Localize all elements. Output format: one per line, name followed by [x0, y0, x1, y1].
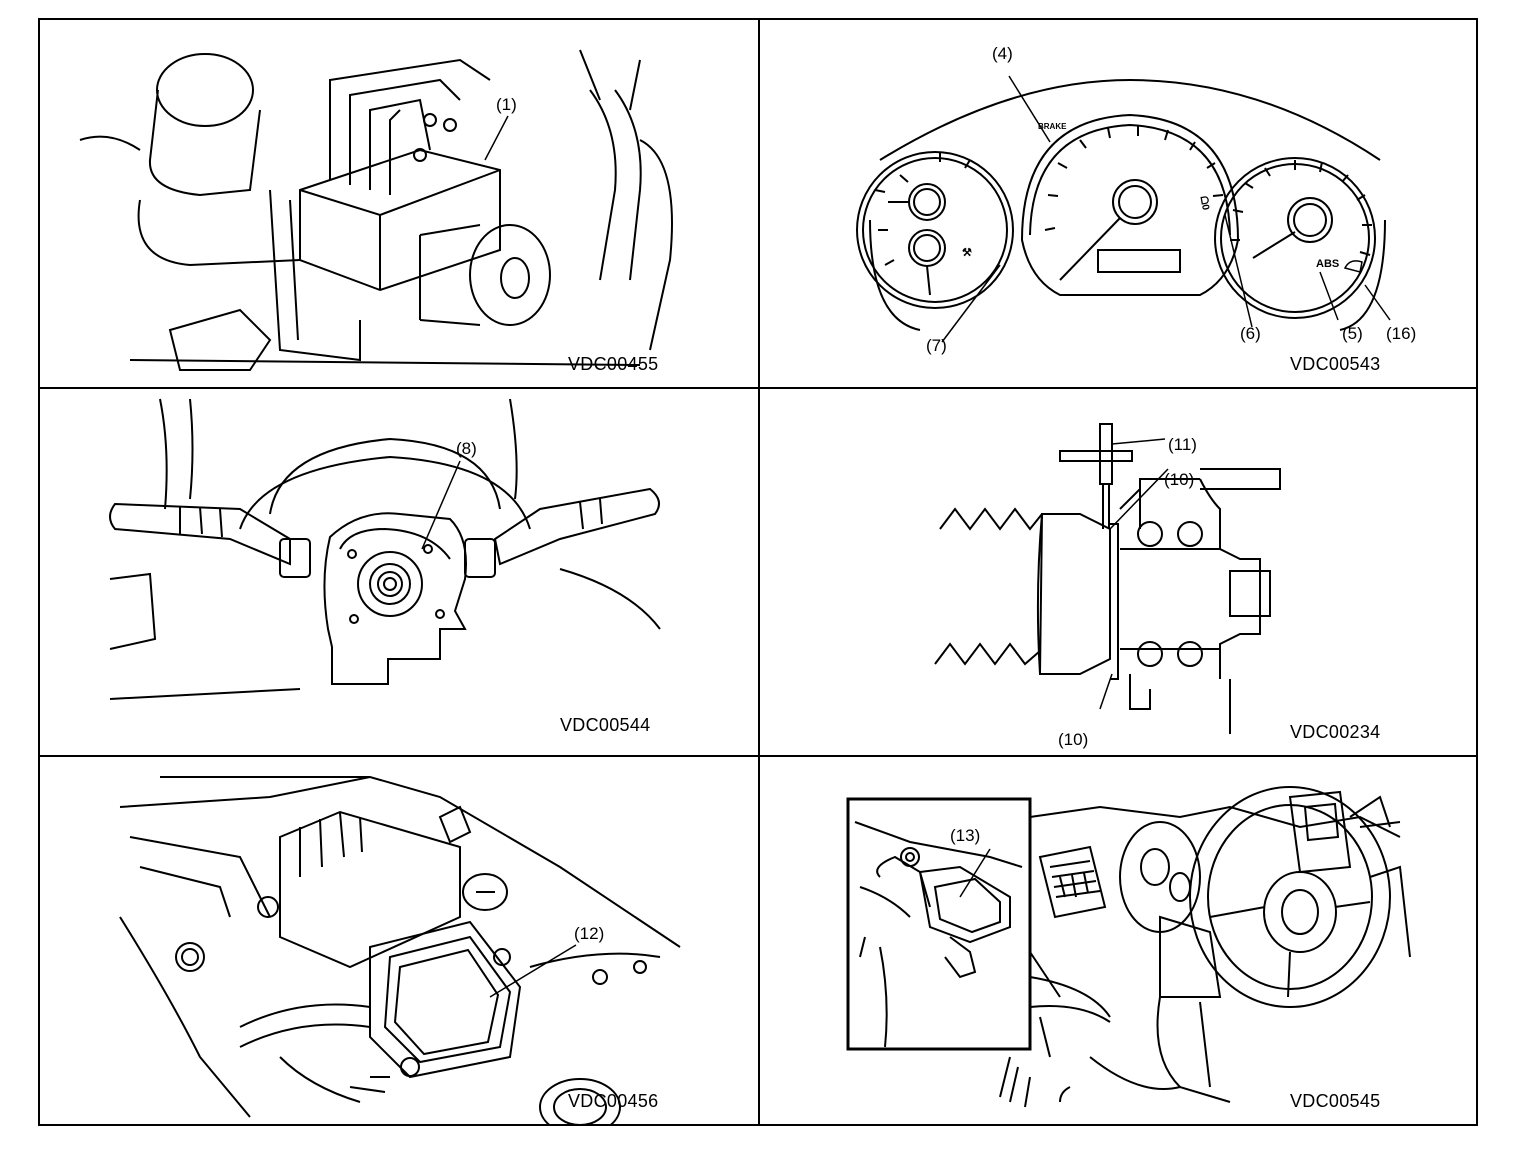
- panel-vdc-control-module: (13) VDC00545: [760, 757, 1476, 1124]
- vertical-divider: [758, 20, 760, 1124]
- figure-code: VDC00234: [1290, 722, 1381, 742]
- callout-10-bottom: (10): [1058, 730, 1089, 749]
- gauge-brake-label: BRAKE: [1038, 122, 1067, 131]
- callout-11: (11): [1168, 435, 1197, 454]
- hydraulic-unit-illustration: [79, 49, 673, 371]
- svg-text:⚒: ⚒: [962, 247, 972, 259]
- figure-code: VDC00544: [560, 715, 651, 735]
- figure-sheet: (1) VDC00455 ⚒: [38, 18, 1478, 1126]
- callout-7: (7): [926, 336, 947, 355]
- panel-wheel-speed-sensor: (11) (10) (10) VDC00234: [760, 389, 1476, 755]
- panel-yaw-rate-sensor: (12) VDC00456: [40, 757, 758, 1124]
- figure-code: VDC00456: [568, 1091, 659, 1111]
- steering-angle-sensor-illustration: [109, 398, 661, 700]
- callout-6: (6): [1240, 324, 1261, 343]
- combination-meter-illustration: ⚒ ᗝ0: [856, 75, 1391, 343]
- horizontal-divider-1: [40, 387, 1476, 389]
- callout-13: (13): [950, 826, 981, 845]
- callout-10-top: (10): [1164, 470, 1195, 489]
- callout-4: (4): [992, 44, 1013, 63]
- figure-code: VDC00455: [568, 354, 659, 374]
- callout-12: (12): [574, 924, 605, 943]
- wheel-speed-sensor-illustration: [934, 423, 1281, 734]
- yaw-rate-sensor-illustration: [119, 775, 681, 1124]
- vdc-control-module-illustration: [846, 786, 1411, 1108]
- panel-steering-angle-sensor: (8) VDC00544: [40, 389, 758, 755]
- callout-16: (16): [1386, 324, 1417, 343]
- svg-text:ᗝ0: ᗝ0: [1198, 195, 1212, 211]
- callout-8: (8): [456, 439, 477, 458]
- callout-5: (5): [1342, 324, 1363, 343]
- callout-1: (1): [496, 95, 517, 114]
- figure-code: VDC00545: [1290, 1091, 1381, 1111]
- gauge-abs-label: ABS: [1316, 258, 1340, 270]
- panel-combination-meter: ⚒ ᗝ0 BRAKE ABS (4): [760, 20, 1476, 387]
- panel-hydraulic-unit: (1) VDC00455: [40, 20, 758, 387]
- horizontal-divider-2: [40, 755, 1476, 757]
- figure-code: VDC00543: [1290, 354, 1381, 374]
